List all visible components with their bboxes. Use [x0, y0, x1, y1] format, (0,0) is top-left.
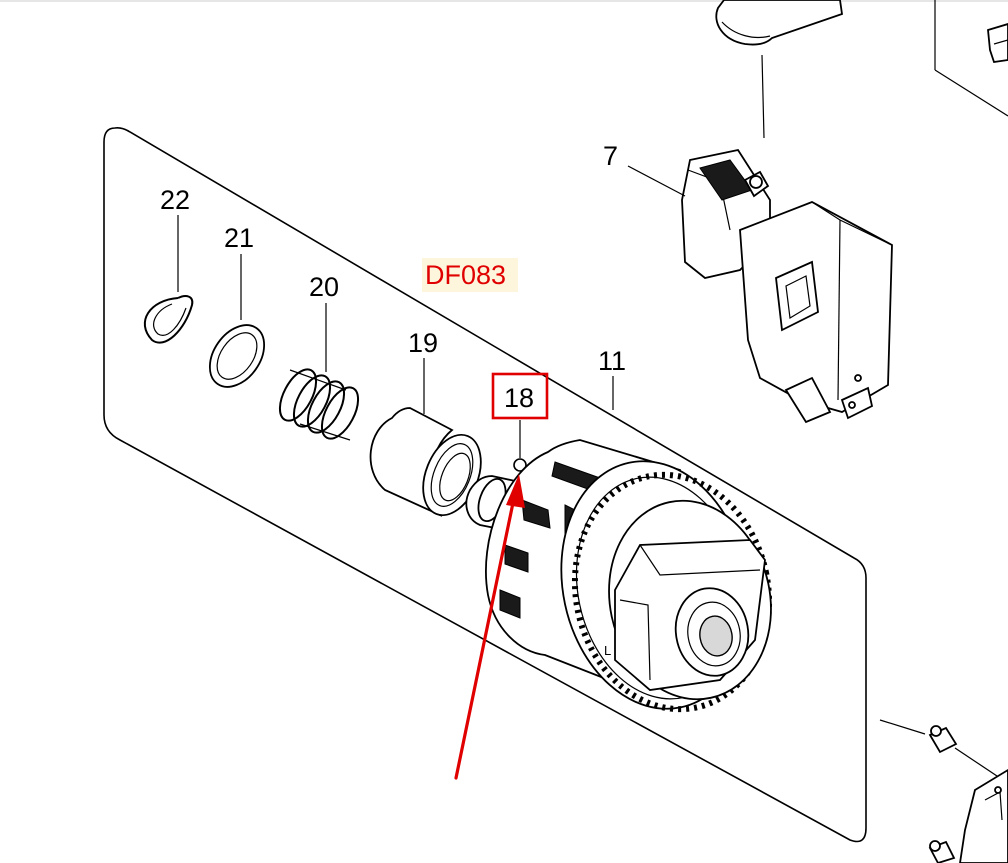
callout-18-highlight-box — [491, 372, 549, 420]
part-18-steel-ball — [513, 458, 527, 472]
model-label-background — [422, 258, 518, 292]
part-20-spring — [278, 368, 360, 441]
assembly-group-outline — [103, 127, 867, 843]
annotation-arrow — [454, 474, 525, 780]
model-label: DF083 — [425, 260, 506, 290]
part-7-switch — [681, 0, 893, 424]
callout-18[interactable]: 18 — [504, 383, 534, 413]
part-19-sleeve — [369, 407, 482, 518]
callout-20[interactable]: 20 — [309, 272, 339, 302]
partial-part-right-bottom — [879, 719, 1008, 863]
callout-21[interactable]: 21 — [224, 223, 254, 253]
part-21-washer — [208, 324, 266, 388]
svg-text:L: L — [604, 643, 611, 658]
partial-part-right-top — [934, 0, 1008, 117]
callout-11[interactable]: 11 — [598, 346, 626, 376]
part-11-gear-assembly: L — [465, 439, 773, 713]
part-22-circlip — [143, 295, 194, 344]
callout-7[interactable]: 7 — [603, 141, 618, 171]
callout-19[interactable]: 19 — [408, 328, 438, 358]
leader-7 — [627, 165, 686, 197]
callout-22[interactable]: 22 — [160, 185, 190, 215]
